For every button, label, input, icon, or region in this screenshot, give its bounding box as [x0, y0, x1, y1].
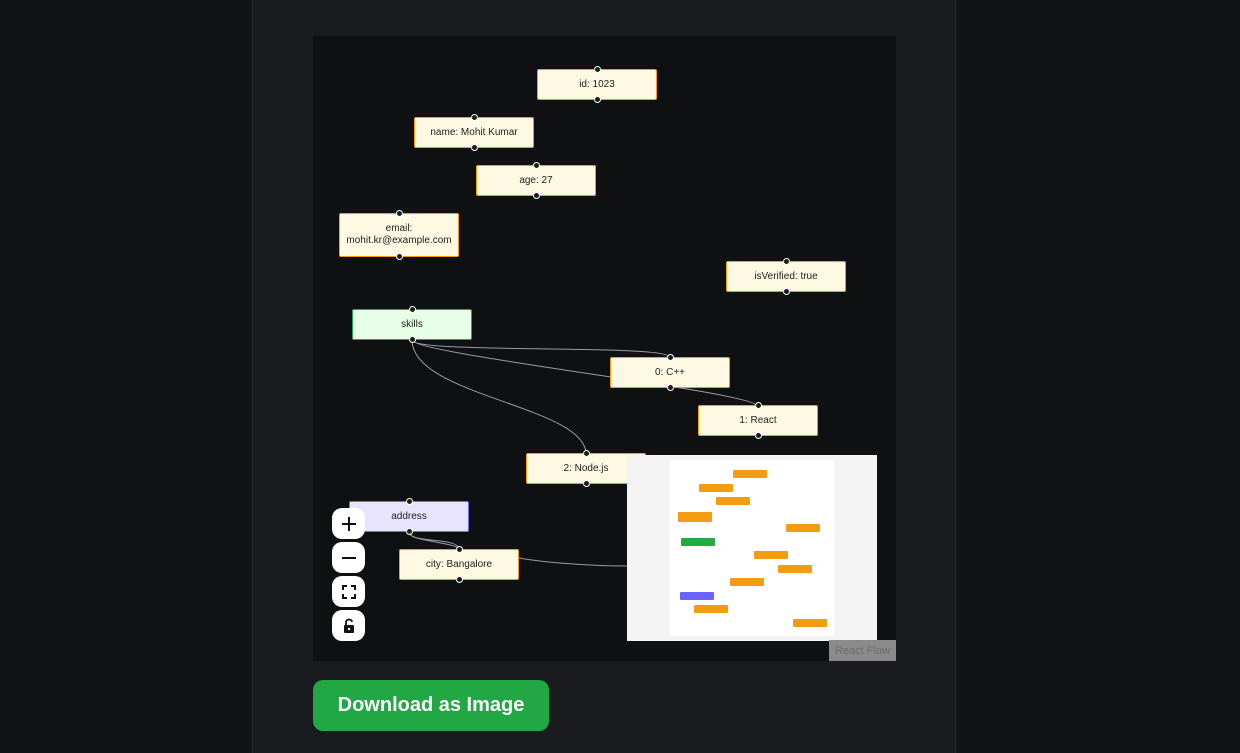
minimap-node	[680, 592, 714, 600]
edge-skills-2	[411, 339, 587, 455]
node-skill-1[interactable]: 1: React	[698, 402, 818, 439]
fit-view-icon	[341, 584, 356, 599]
source-handle[interactable]	[470, 144, 478, 151]
node-skill-0[interactable]: 0: C++	[610, 354, 730, 391]
target-handle[interactable]	[782, 258, 790, 265]
minimap-node	[678, 512, 712, 522]
node-label: id: 1023	[579, 78, 615, 90]
target-handle[interactable]	[754, 402, 762, 409]
source-handle[interactable]	[782, 288, 790, 295]
minimap-node	[681, 538, 715, 546]
minimap-node	[699, 484, 733, 492]
download-image-button[interactable]: Download as Image	[313, 680, 549, 731]
edge-address-city-2	[408, 531, 460, 551]
minimap-node	[754, 551, 788, 559]
source-handle[interactable]	[405, 528, 413, 535]
node-label: 1: React	[739, 414, 777, 426]
flow-controls	[332, 508, 365, 644]
node-name[interactable]: name: Mohit Kumar	[414, 114, 534, 151]
node-email[interactable]: email: mohit.kr@example.com	[339, 210, 459, 260]
target-handle[interactable]	[408, 306, 416, 313]
target-handle[interactable]	[470, 114, 478, 121]
minimap-node	[786, 524, 820, 532]
minimap-node	[730, 578, 764, 586]
node-label: 0: C++	[654, 366, 686, 378]
node-label: skills	[401, 318, 423, 330]
target-handle[interactable]	[582, 450, 590, 457]
minimap-node	[716, 497, 750, 505]
minus-icon	[341, 556, 356, 559]
source-handle[interactable]	[593, 96, 601, 103]
interactivity-lock-button[interactable]	[332, 610, 365, 641]
plus-icon	[341, 516, 356, 531]
source-handle[interactable]	[408, 336, 416, 343]
react-flow-attribution-link[interactable]: React Flow	[829, 640, 896, 661]
source-handle[interactable]	[455, 576, 463, 583]
node-skill-2[interactable]: 2: Node.js	[526, 450, 646, 487]
minimap-node	[778, 565, 812, 573]
source-handle[interactable]	[582, 480, 590, 487]
node-label-key: email:	[385, 223, 413, 234]
fit-view-button[interactable]	[332, 576, 365, 607]
target-handle[interactable]	[593, 66, 601, 73]
node-label: 2: Node.js	[563, 462, 609, 474]
edge-address-city	[408, 531, 460, 551]
zoom-in-button[interactable]	[332, 508, 365, 539]
unlock-icon	[343, 618, 354, 633]
node-label: age: 27	[519, 174, 553, 186]
target-handle[interactable]	[455, 546, 463, 553]
source-handle[interactable]	[395, 253, 403, 260]
node-label-value: mohit.kr@example.com	[346, 235, 452, 246]
target-handle[interactable]	[666, 354, 674, 361]
node-label: address	[391, 510, 427, 522]
minimap-node	[733, 470, 767, 478]
source-handle[interactable]	[754, 432, 762, 439]
node-isverified[interactable]: isVerified: true	[726, 258, 846, 295]
source-handle[interactable]	[666, 384, 674, 391]
flow-canvas[interactable]: id: 1023 name: Mohit Kumar age: 27 email…	[313, 36, 896, 661]
minimap-node	[793, 619, 827, 627]
node-id[interactable]: id: 1023	[537, 66, 657, 103]
node-label: isVerified: true	[754, 270, 818, 282]
edge-skills-0	[411, 339, 670, 358]
node-skills[interactable]: skills	[352, 306, 472, 343]
source-handle[interactable]	[532, 192, 540, 199]
node-address[interactable]: address	[349, 498, 469, 535]
minimap-node	[694, 605, 728, 613]
node-city[interactable]: city: Bangalore	[399, 546, 519, 583]
zoom-out-button[interactable]	[332, 542, 365, 573]
target-handle[interactable]	[532, 162, 540, 169]
edge-to-hidden	[518, 557, 628, 567]
node-label: name: Mohit Kumar	[430, 126, 518, 138]
minimap[interactable]	[627, 455, 877, 641]
node-label: city: Bangalore	[425, 558, 493, 570]
target-handle[interactable]	[405, 498, 413, 505]
node-age[interactable]: age: 27	[476, 162, 596, 199]
target-handle[interactable]	[395, 210, 403, 217]
